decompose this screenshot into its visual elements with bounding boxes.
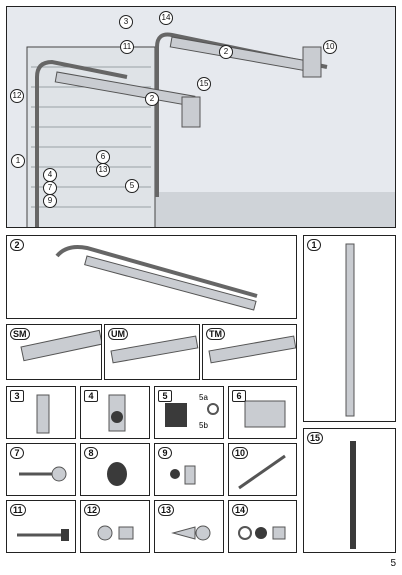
panel-um: UM xyxy=(104,324,200,380)
hinge-4-illustration xyxy=(108,394,126,432)
callout-2b: 2 xyxy=(145,92,159,106)
label-15: 15 xyxy=(307,432,324,444)
screw-11-illustration xyxy=(17,529,69,541)
label-6: 6 xyxy=(232,390,246,402)
callout-2: 2 xyxy=(219,45,233,59)
panel-part-12: 12 xyxy=(80,500,150,553)
label-3: 3 xyxy=(10,390,24,402)
label-um: UM xyxy=(108,328,128,340)
garage-door-illustration xyxy=(7,7,395,227)
panel-part-15: 15 xyxy=(303,428,396,553)
callout-3: 3 xyxy=(119,15,133,29)
bracket-5-illustration xyxy=(165,403,219,427)
washer-14-illustration xyxy=(238,526,286,540)
label-4: 4 xyxy=(84,390,98,402)
panel-part-5: 5 5a 5b xyxy=(154,386,224,439)
hinge-6-illustration xyxy=(244,400,286,428)
callout-7: 7 xyxy=(43,181,57,195)
label-5b: 5b xyxy=(199,421,208,430)
label-11: 11 xyxy=(10,504,26,516)
panel-part-10: 10 xyxy=(228,443,297,496)
callout-12: 12 xyxy=(10,89,24,103)
tm-rail-illustration xyxy=(208,335,296,364)
panel-part-13: 13 xyxy=(154,500,224,553)
label-sm: SM xyxy=(10,328,30,340)
callout-11: 11 xyxy=(120,40,134,54)
panel-part-6: 6 xyxy=(228,386,297,439)
label-12: 12 xyxy=(84,504,101,516)
label-13: 13 xyxy=(158,504,175,516)
panel-part-4: 4 xyxy=(80,386,150,439)
label-2: 2 xyxy=(10,239,24,251)
panel-part-3: 3 xyxy=(6,386,76,439)
sm-rail-illustration xyxy=(20,329,101,362)
panel-sm: SM xyxy=(6,324,102,380)
label-5: 5 xyxy=(158,390,172,402)
callout-13: 13 xyxy=(96,163,110,177)
rails-illustration xyxy=(55,245,258,311)
rivet-12-illustration xyxy=(97,525,134,541)
panel-tm: TM xyxy=(202,324,297,380)
label-9: 9 xyxy=(158,447,172,459)
panel-part-7: 7 xyxy=(6,443,76,496)
bolt-10-illustration xyxy=(238,454,286,490)
bracket-3-illustration xyxy=(36,394,50,434)
roller-7-illustration xyxy=(19,466,67,482)
vertical-track-illustration xyxy=(345,243,355,417)
label-8: 8 xyxy=(84,447,98,459)
screw-9-illustration xyxy=(170,465,196,485)
callout-10: 10 xyxy=(323,40,337,54)
callout-5: 5 xyxy=(125,179,139,193)
callout-4: 4 xyxy=(43,168,57,182)
panel-part-11: 11 xyxy=(6,500,76,553)
um-rail-illustration xyxy=(110,335,199,364)
panel-rails: 2 xyxy=(6,235,297,319)
installation-overview-scene: 3 14 11 2 10 12 2 15 1 6 13 4 7 9 5 xyxy=(6,6,396,228)
panel-part-8: 8 xyxy=(80,443,150,496)
callout-15: 15 xyxy=(197,77,211,91)
spacer-8-illustration xyxy=(107,462,127,486)
label-tm: TM xyxy=(206,328,225,340)
label-10: 10 xyxy=(232,447,249,459)
label-14: 14 xyxy=(232,504,249,516)
label-7: 7 xyxy=(10,447,24,459)
hanger-15-illustration xyxy=(350,441,356,549)
screw-13-illustration xyxy=(171,525,211,541)
panel-vertical-track: 1 xyxy=(303,235,396,422)
callout-1: 1 xyxy=(11,154,25,168)
callout-6: 6 xyxy=(96,150,110,164)
callout-9: 9 xyxy=(43,194,57,208)
callout-14: 14 xyxy=(159,11,173,25)
panel-part-9: 9 xyxy=(154,443,224,496)
label-1: 1 xyxy=(307,239,321,251)
label-5a: 5a xyxy=(199,393,208,402)
page-number: 5 xyxy=(390,558,396,569)
panel-part-14: 14 xyxy=(228,500,297,553)
